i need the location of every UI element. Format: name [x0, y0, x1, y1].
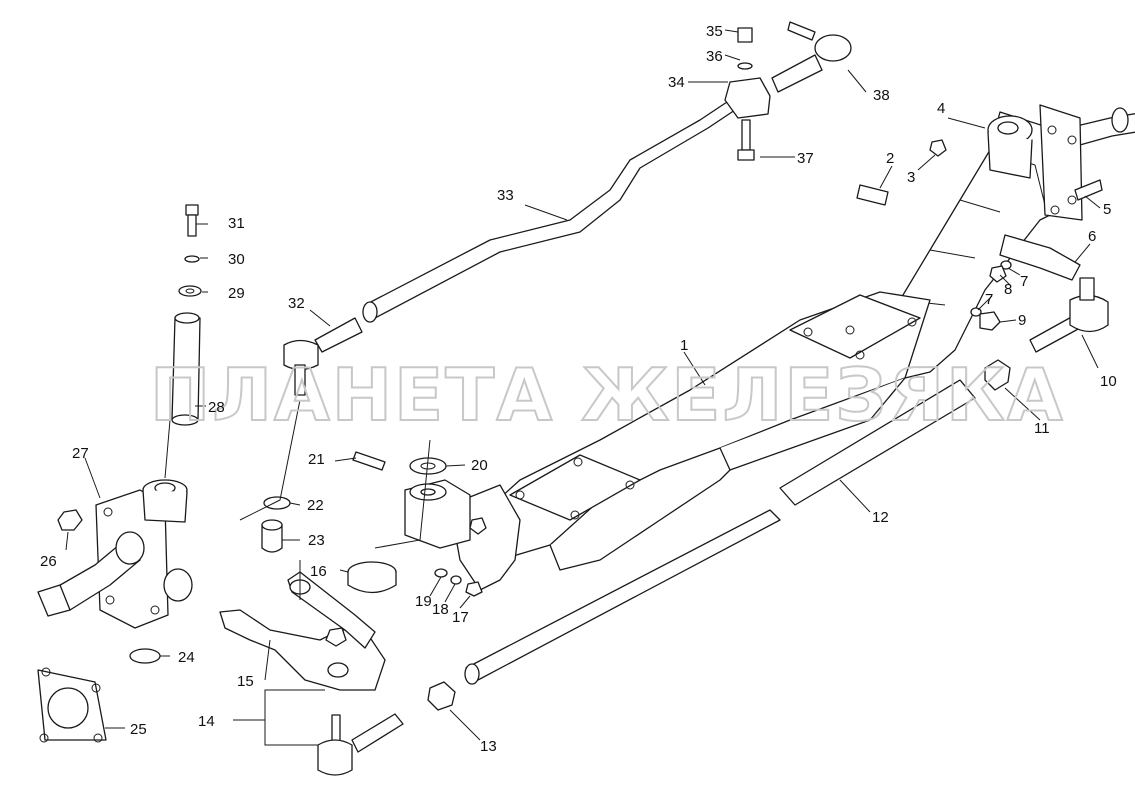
kingpin — [171, 312, 201, 426]
label-part-31: 31 — [228, 215, 245, 232]
steering-arm-right — [999, 234, 1081, 281]
label-part-13: 13 — [480, 738, 497, 755]
part-labels: 1 2 3 4 5 6 7 7 8 9 10 11 12 13 14 15 16… — [40, 23, 1117, 755]
label-part-38: 38 — [873, 87, 890, 104]
label-part-7b: 7 — [985, 291, 993, 308]
tie-rod-end-right — [1029, 277, 1109, 353]
label-part-29: 29 — [228, 285, 245, 302]
beam-left-hardware — [434, 517, 487, 597]
label-part-15: 15 — [237, 673, 254, 690]
drag-link-end — [283, 317, 363, 396]
plug — [129, 648, 161, 664]
wedge-bolt — [352, 451, 386, 471]
tie-rod-end-left — [317, 713, 404, 776]
label-part-12: 12 — [872, 509, 889, 526]
label-part-16: 16 — [310, 563, 327, 580]
axle-left-boss — [404, 479, 471, 549]
label-part-20: 20 — [471, 457, 488, 474]
label-part-37: 37 — [797, 150, 814, 167]
nut-left — [57, 509, 83, 531]
label-part-10: 10 — [1100, 373, 1117, 390]
label-part-9: 9 — [1018, 312, 1026, 329]
label-part-6: 6 — [1088, 228, 1096, 245]
label-part-24: 24 — [178, 649, 195, 666]
kingpin-bearing — [347, 561, 397, 594]
label-part-3: 3 — [907, 169, 915, 186]
label-part-27: 27 — [72, 445, 89, 462]
label-part-18: 18 — [432, 601, 449, 618]
label-part-5: 5 — [1103, 201, 1111, 218]
nut-13 — [427, 681, 456, 711]
label-part-25: 25 — [130, 721, 147, 738]
label-part-22: 22 — [307, 497, 324, 514]
label-part-32: 32 — [288, 295, 305, 312]
steering-arm — [219, 571, 386, 691]
label-part-35: 35 — [706, 23, 723, 40]
drag-link — [362, 99, 739, 323]
label-part-19: 19 — [415, 593, 432, 610]
bushing — [261, 496, 291, 553]
label-part-11: 11 — [1034, 420, 1050, 437]
label-part-1: 1 — [680, 337, 688, 354]
label-part-17: 17 — [452, 609, 469, 626]
label-part-26: 26 — [40, 553, 57, 570]
label-part-4: 4 — [937, 100, 945, 117]
flange-gasket — [37, 667, 107, 743]
label-part-36: 36 — [706, 48, 723, 65]
tie-rod — [464, 379, 976, 685]
label-part-23: 23 — [308, 532, 325, 549]
leader-lines — [65, 29, 1101, 746]
clamp — [724, 21, 852, 161]
label-part-14: 14 — [198, 713, 215, 730]
label-part-34: 34 — [668, 74, 685, 91]
label-part-28: 28 — [208, 399, 225, 416]
label-part-33: 33 — [497, 187, 514, 204]
label-part-30: 30 — [228, 251, 245, 268]
label-part-7a: 7 — [1020, 273, 1028, 290]
watermark-text: ПЛАНЕТА ЖЕЛЕЗЯКА — [150, 353, 1065, 437]
left-steering-knuckle — [37, 479, 193, 629]
axle-beam — [449, 104, 1135, 591]
nut-11 — [984, 359, 1011, 391]
kingpin-cap-hardware — [178, 204, 202, 297]
label-part-2: 2 — [886, 150, 894, 167]
right-hardware — [856, 139, 1103, 331]
label-part-21: 21 — [308, 451, 325, 468]
label-part-8: 8 — [1004, 281, 1012, 298]
